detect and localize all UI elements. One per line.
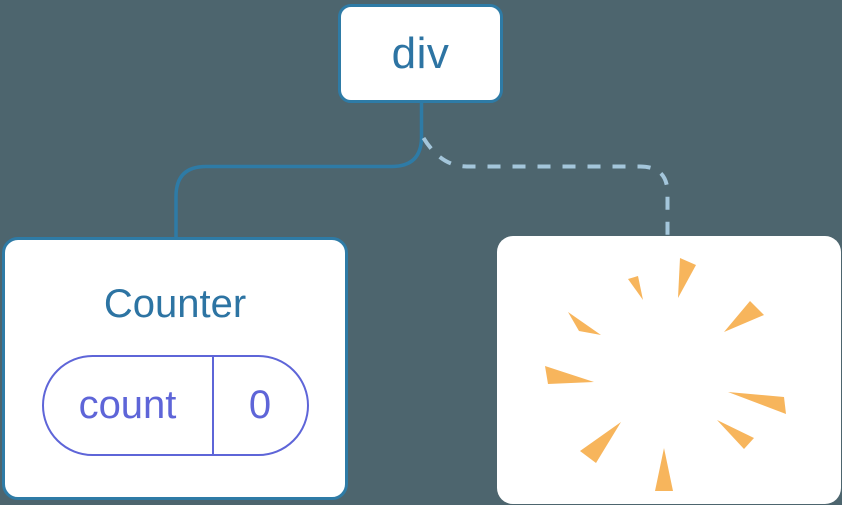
tree-node-removed [497,236,841,504]
tree-node-counter: Counter count 0 [2,237,348,500]
poof-ray [724,301,764,332]
state-pill: count 0 [41,355,309,456]
poof-ray [678,258,696,298]
tree-node-div: div [338,4,503,103]
component-title: Counter [103,282,247,326]
poof-ray [655,448,673,491]
poof-icon [545,258,786,491]
poof-ray [717,420,754,449]
poof-ray [580,422,621,463]
state-value: 0 [248,383,272,427]
poof-ray [628,276,643,300]
connector-solid [174,101,424,238]
connector-dashed [421,136,670,237]
state-key: count [44,357,214,454]
node-label: div [391,28,450,78]
poof-ray [545,366,594,384]
poof-ray [568,312,601,335]
poof-ray [728,392,786,414]
